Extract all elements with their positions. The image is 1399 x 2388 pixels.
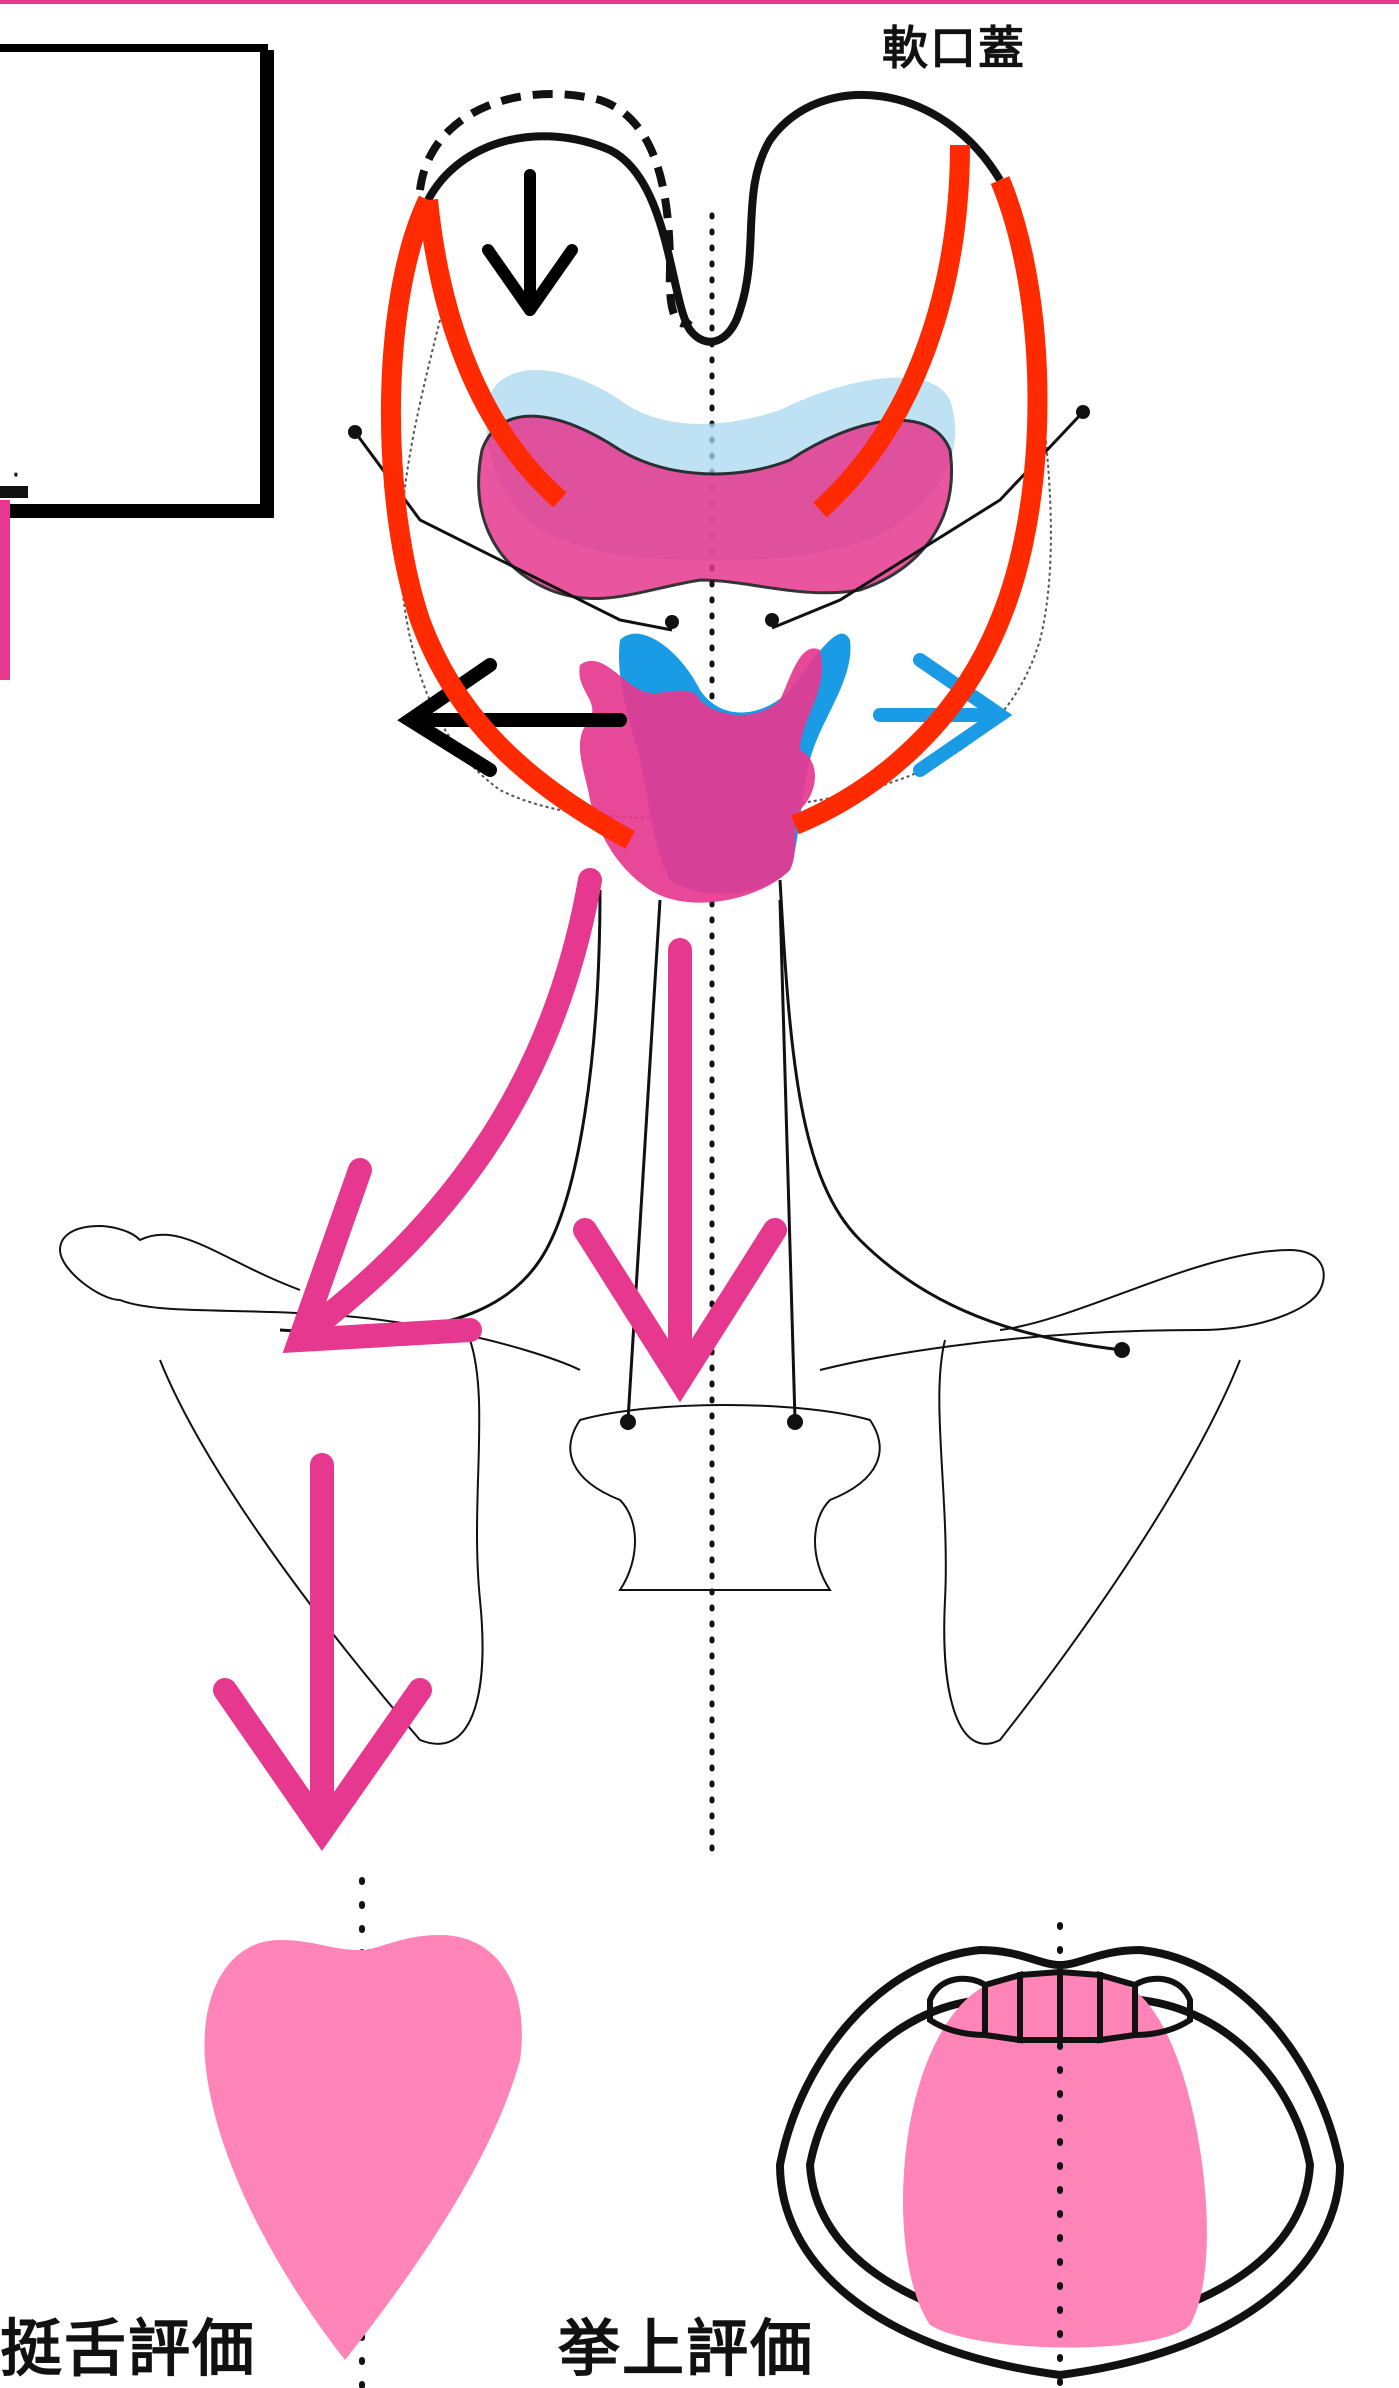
arrow-down-icon bbox=[488, 175, 572, 310]
joint-dot bbox=[1114, 1342, 1130, 1358]
sternum-outline bbox=[570, 1405, 879, 1590]
tongue-protrusion-eval-label: 挺舌評価 bbox=[0, 2298, 256, 2388]
joint-dot bbox=[765, 613, 779, 627]
pink-arrow-down-center bbox=[585, 950, 775, 1380]
joint-dot bbox=[620, 1414, 636, 1430]
palate-elevation-eval-label: 挙上評価 bbox=[558, 2298, 814, 2388]
soft-palate-label: 軟口蓋 bbox=[882, 12, 1026, 78]
protruded-tongue-shape bbox=[204, 1935, 521, 2360]
pink-arrow-down-lower-left bbox=[225, 1465, 420, 1830]
larynx-pink-shape bbox=[579, 648, 822, 902]
pink-arrow-down-left bbox=[300, 880, 590, 1340]
soft-palate-dashed-outline bbox=[420, 94, 690, 323]
neck-outline-right bbox=[780, 880, 1122, 1350]
joint-dot bbox=[787, 1414, 803, 1430]
joint-dot bbox=[665, 615, 679, 629]
joint-dot bbox=[1076, 405, 1090, 419]
joint-dot bbox=[348, 425, 362, 439]
scapula-right-outline bbox=[939, 1340, 1240, 1744]
